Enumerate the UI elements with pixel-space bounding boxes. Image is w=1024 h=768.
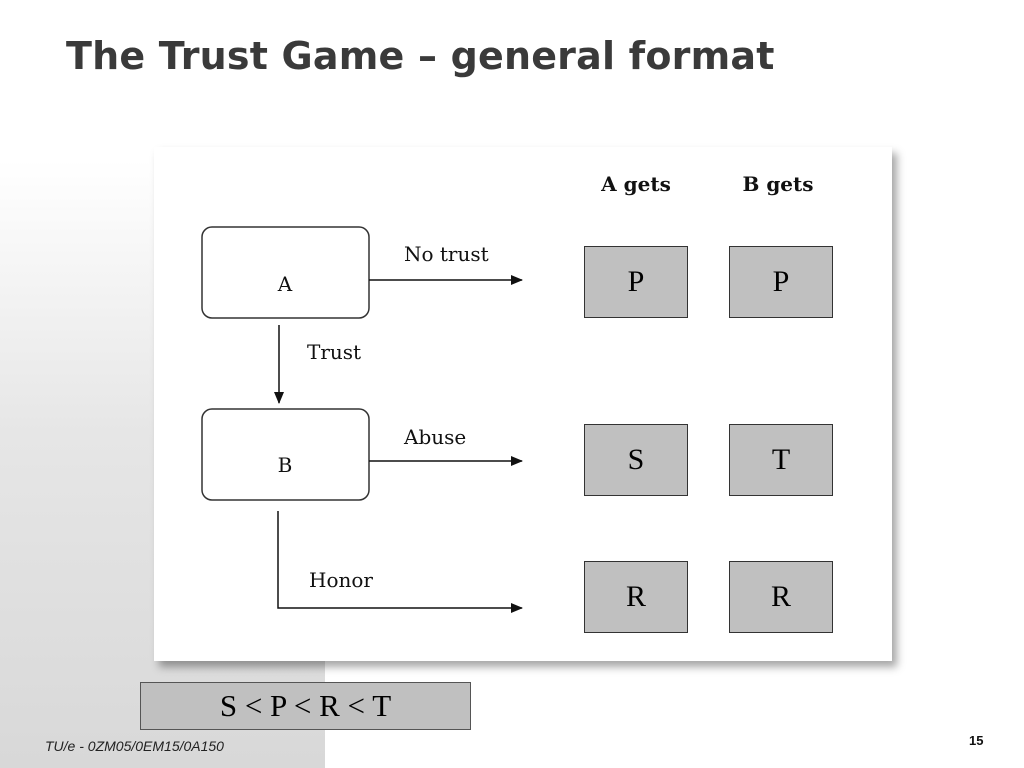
slide-title: The Trust Game – general format [66,34,775,78]
node-b-box [201,408,370,501]
payoff-abuse-a: S [584,424,688,496]
diagram-svg: A gets B gets A B No trust Trust Abuse H… [201,172,814,613]
payoff-no-trust-a: P [584,246,688,318]
payoff-abuse-b: T [729,424,833,496]
payoff-order-relation: S < P < R < T [140,682,471,730]
node-b-label: B [278,453,293,477]
payoff-no-trust-b: P [729,246,833,318]
page-number: 15 [969,733,984,748]
edge-honor-arrow [277,511,523,613]
payoff-honor-a: R [584,561,688,633]
edge-abuse-label: Abuse [403,425,466,449]
node-a-box [201,226,370,319]
edge-honor-label: Honor [309,568,373,592]
edge-trust-label: Trust [307,340,361,364]
col-header-a-gets: A gets [600,172,671,196]
trust-game-diagram: A gets B gets A B No trust Trust Abuse H… [154,147,892,661]
footer-course-code: TU/e - 0ZM05/0EM15/0A150 [45,738,224,754]
node-a-label: A [277,272,293,296]
payoff-honor-b: R [729,561,833,633]
edge-no-trust-label: No trust [404,242,489,266]
col-header-b-gets: B gets [742,172,813,196]
